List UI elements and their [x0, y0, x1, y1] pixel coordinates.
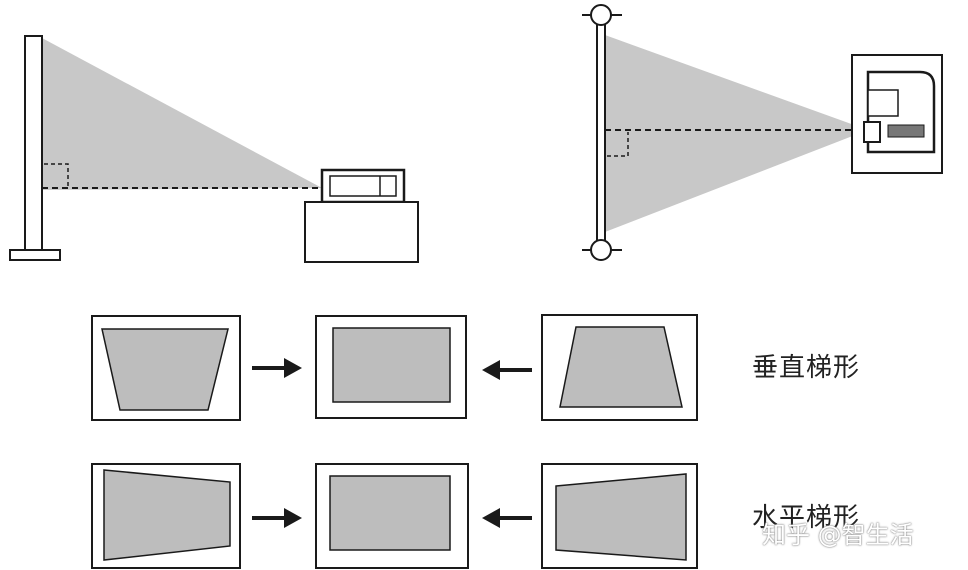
trapezoid-tall-left	[103, 469, 231, 561]
watermark: 知乎 @智生活	[762, 521, 914, 549]
vertical-keystone-row	[91, 314, 698, 421]
projection-beam-side	[42, 38, 322, 190]
projector-top	[863, 70, 936, 154]
vertical-keystone-label: 垂直梯形	[752, 353, 861, 383]
arrow-left-vertical	[482, 360, 532, 380]
projector-side	[320, 168, 406, 204]
rectangle-corrected-horizontal	[329, 475, 451, 551]
angle-marker-top	[607, 132, 629, 157]
horizontal-keystone-row	[91, 463, 698, 569]
screen-end-cap-bottom	[582, 239, 622, 261]
arrow-right-vertical	[252, 358, 302, 378]
trapezoid-wide-bottom	[559, 326, 683, 408]
trapezoid-tall-right	[555, 473, 687, 561]
arrow-right-horizontal	[252, 508, 302, 528]
side-view-scene	[9, 35, 419, 263]
screen-top	[596, 19, 606, 249]
rectangle-corrected-vertical	[332, 327, 451, 403]
projection-beam-top	[605, 35, 868, 232]
angle-marker-side	[44, 163, 69, 188]
projector-table	[304, 201, 419, 263]
screen-end-cap-top	[582, 4, 622, 26]
screen-side	[24, 35, 43, 253]
top-view-scene	[582, 4, 943, 261]
screen-stand-base	[9, 249, 61, 261]
horizontal-keystone-label: 水平梯形	[752, 503, 861, 533]
arrow-left-horizontal	[482, 508, 532, 528]
trapezoid-wide-top	[101, 328, 229, 411]
